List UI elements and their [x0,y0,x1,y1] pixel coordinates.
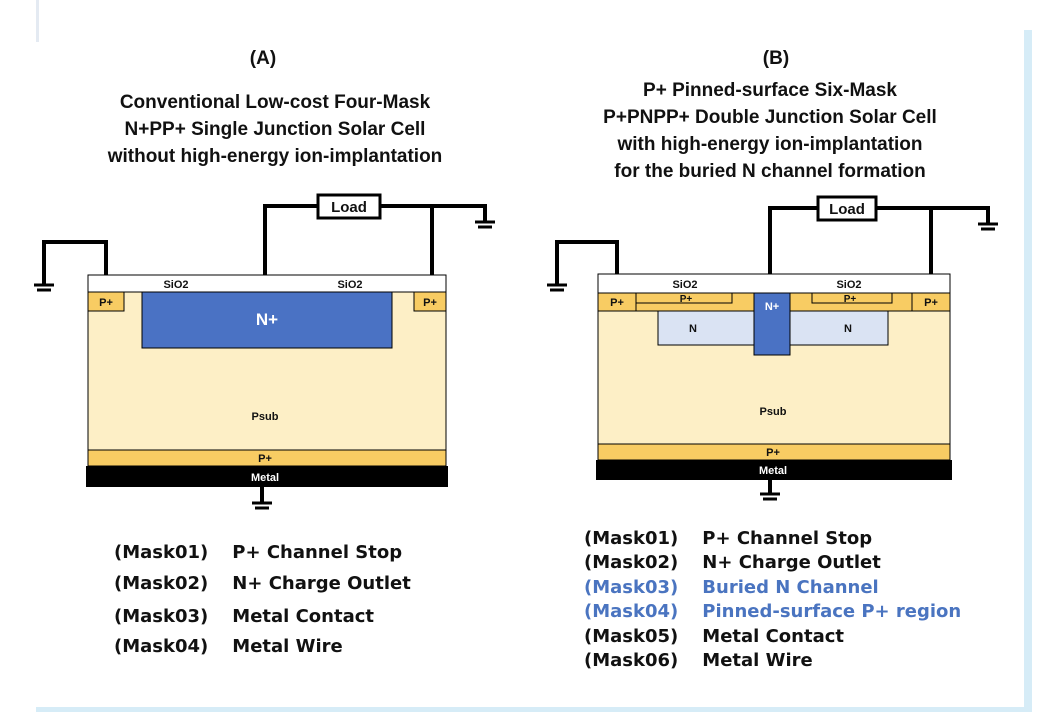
top-border-line [36,0,39,42]
panel-b: (B) P+ Pinned-surface Six-Mask P+PNPP+ D… [547,48,998,501]
panel-b-mask-item: (Mask01) P+ Channel Stop [584,528,872,549]
mask-text: Buried N Channel [702,577,879,598]
panel-b-title-line-2: P+PNPP+ Double Junction Solar Cell [603,107,937,128]
panel-a-mask-item: (Mask02) N+ Charge Outlet [114,573,411,594]
panel-b-p-plus-right-label: P+ [924,297,938,309]
panel-b-sio2-left-label: SiO2 [672,279,697,291]
panel-b-title-line-4: for the buried N channel formation [614,161,925,182]
mask-tag: (Mask06) [584,650,679,671]
panel-b-metal-label: Metal [759,465,787,477]
panel-a-load-wire-left [263,204,318,292]
panel-a-n-plus-label: N+ [256,310,278,329]
panel-b-mask-item-highlighted: (Mask03) Buried N Channel [584,577,879,598]
panel-b-load-box [816,195,878,222]
panel-b-pinned-p-plus-right-label: P+ [844,294,857,305]
bottom-border-bar [36,707,1032,712]
mask-text: Pinned-surface P+ region [702,601,962,622]
mask-tag: (Mask04) [584,601,679,622]
panel-a-label: (A) [250,48,276,69]
mask-tag: (Mask03) [114,606,209,627]
panel-b-mask-item-highlighted: (Mask04) Pinned-surface P+ region [584,601,961,622]
panel-a-metal [86,466,448,487]
panel-a-p-plus-right-label: P+ [423,297,437,309]
mask-tag: (Mask04) [114,636,209,657]
panel-a-title-line-1: Conventional Low-cost Four-Mask [120,92,431,113]
panel-b-pinned-p-plus-left [635,292,733,304]
mask-text: P+ Channel Stop [702,528,873,549]
mask-text: N+ Charge Outlet [702,552,881,573]
panel-b-sio2-right-label: SiO2 [836,279,861,291]
panel-a-title-line-3: without high-energy ion-implantation [107,146,443,167]
panel-a-p-plus-left [87,291,125,312]
mask-tag: (Mask03) [584,577,679,598]
mask-text: Metal Contact [702,626,845,647]
panel-a-sio2-layer [87,274,447,293]
mask-tag: (Mask02) [584,552,679,573]
panel-a-n-plus-region [141,291,393,349]
panel-a-mask-item: (Mask04) Metal Wire [114,636,343,657]
mask-text: P+ Channel Stop [232,542,403,563]
panel-b-n-left-label: N [689,323,697,335]
panel-a-p-plus-bottom-label: P+ [258,453,272,465]
panel-b-n-plus-label: N+ [765,301,779,313]
panel-a-ground-bottom-icon [252,501,272,510]
panel-a-left-ground-wire [42,240,108,285]
mask-text: Metal Wire [702,650,813,671]
panel-a-load-box [316,193,382,220]
mask-tag: (Mask05) [584,626,679,647]
mask-text: N+ Charge Outlet [232,573,411,594]
mask-tag: (Mask01) [114,542,209,563]
mask-text: Metal Contact [232,606,375,627]
panel-b-ground-left-icon [547,283,567,292]
panel-b-ground-right-icon [978,222,998,231]
panel-b-sio2-layer [597,273,951,294]
mask-tag: (Mask02) [114,573,209,594]
panel-b-wires [555,206,990,494]
panel-b-mask-item: (Mask05) Metal Contact [584,626,844,647]
panel-a-sio2-left-label: SiO2 [163,279,188,291]
panel-b-load-wire-left [768,206,818,293]
panel-b-pinned-p-plus-right [811,292,893,304]
panel-b-title-line-3: with high-energy ion-implantation [616,134,922,155]
panel-b-mask-item: (Mask06) Metal Wire [584,650,813,671]
panel-b-load-label: Load [829,201,865,218]
mask-tag: (Mask01) [584,528,679,549]
panel-b-left-ground-wire [555,240,619,285]
panel-b-psub-label: Psub [760,406,787,418]
panel-a-mask-item: (Mask03) Metal Contact [114,606,374,627]
panel-b-mask-item: (Mask02) N+ Charge Outlet [584,552,881,573]
panel-a-ground-left-icon [34,283,54,292]
right-border-bar [1024,30,1032,710]
panel-a-p-plus-right [413,291,447,312]
mask-text: Metal Wire [232,636,343,657]
panel-a-psub-label: Psub [252,411,279,423]
panel-b-p-plus-right [911,292,951,312]
panel-b-ground-bottom-icon [760,492,780,501]
panel-b-title-line-1: P+ Pinned-surface Six-Mask [643,80,897,101]
panel-b-p-plus-bottom-label: P+ [766,447,780,459]
panel-a-mask-item: (Mask01) P+ Channel Stop [114,542,402,563]
panel-a-right-ground-wire [432,204,487,222]
panel-a-load-label: Load [331,199,367,216]
panel-b-p-plus-left-label: P+ [610,297,624,309]
panel-b-label: (B) [763,48,789,69]
panel-a: (A) Conventional Low-cost Four-Mask N+PP… [34,48,495,510]
panel-a-sio2-right-label: SiO2 [337,279,362,291]
panel-a-p-plus-left-label: P+ [99,297,113,309]
panel-a-title-line-2: N+PP+ Single Junction Solar Cell [125,119,426,140]
panel-b-pinned-p-plus-left-label: P+ [680,294,693,305]
panel-a-wires [42,204,487,503]
panel-b-metal [596,460,952,480]
panel-b-right-ground-wire [931,206,990,224]
panel-b-n-plus-region [753,292,791,356]
panel-a-metal-label: Metal [251,472,279,484]
panel-a-ground-right-icon [475,220,495,229]
panel-b-n-right-label: N [844,323,852,335]
